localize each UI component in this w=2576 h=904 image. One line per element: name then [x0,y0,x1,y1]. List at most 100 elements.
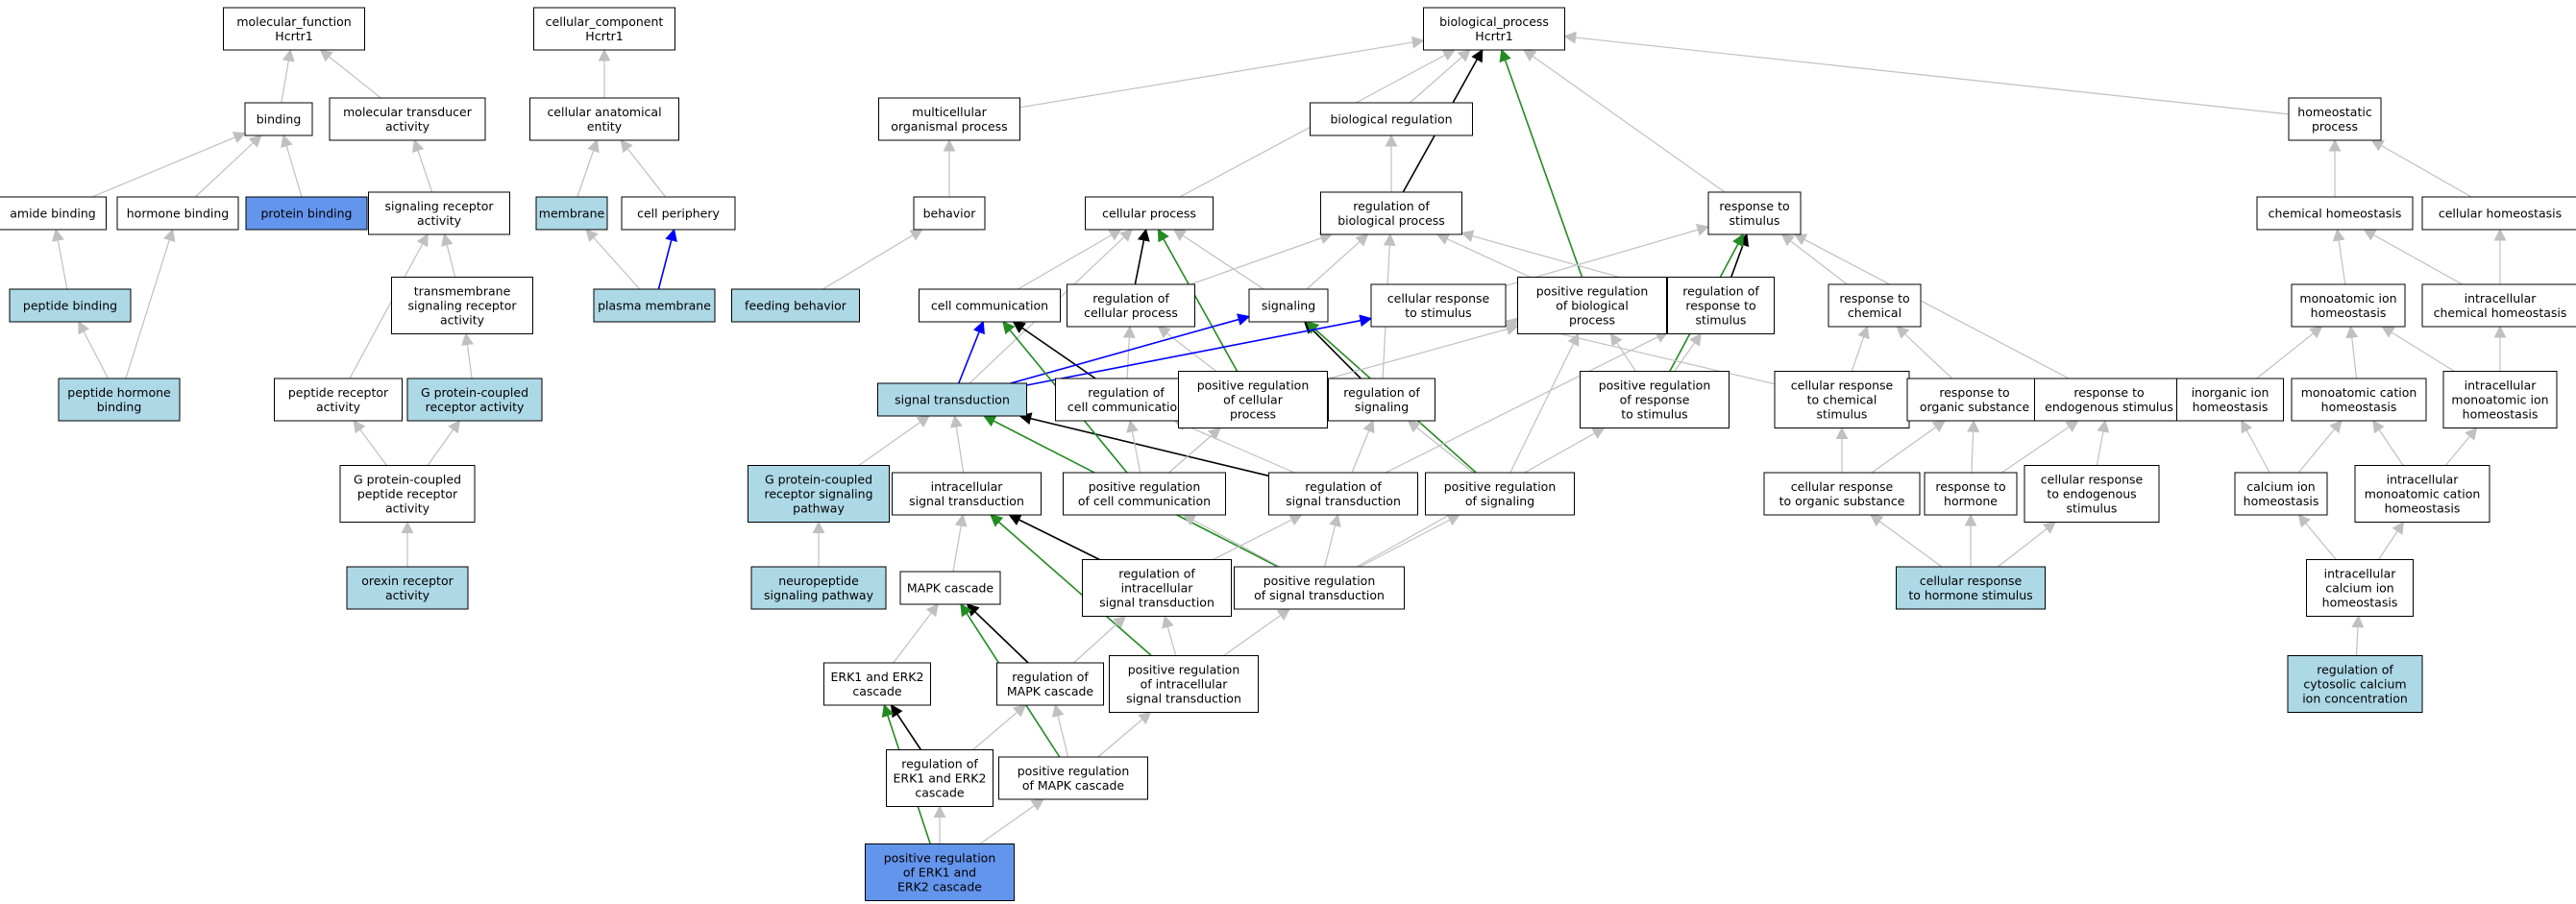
go-term-node-cell_homeo[interactable]: cellular homeostasis [2421,196,2576,231]
go-term-node-mapk[interactable]: MAPK cascade [899,571,1001,605]
go-term-node-signaling[interactable]: signaling [1248,288,1329,323]
node-box [223,7,365,51]
go-term-node-peptide_binding[interactable]: peptide binding [9,288,132,323]
node-label-line: cell periphery [637,207,720,221]
go-term-node-chem_homeo[interactable]: chemical homeostasis [2256,196,2414,231]
go-term-node-membrane[interactable]: membrane [535,196,608,231]
go-term-node-bio_reg[interactable]: biological regulation [1310,102,1473,136]
go-term-node-feeding[interactable]: feeding behavior [731,288,860,323]
node-box [1085,196,1214,231]
edge-cell_resp_stim-to-resp_stim [1505,224,1710,287]
edge-pos_reg_bio_proc-to-reg_bio_proc [1435,232,1532,279]
go-term-node-behavior[interactable]: behavior [913,196,986,231]
node-box [2288,97,2382,141]
node-box [9,288,132,323]
edge-pept_horm_binding-to-peptide_binding [78,320,110,379]
edge-mol_transducer-to-mf [319,49,381,99]
node-label-line: multicellular [912,105,988,119]
edge-intracell_chem_homeo-to-chem_homeo [2363,229,2463,285]
go-term-node-cell_comm[interactable]: cell communication [919,288,1061,323]
node-box [998,756,1148,800]
node-label-line: process [2312,119,2358,134]
node-box [58,378,181,422]
go-term-node-cell_proc[interactable]: cellular process [1085,196,1214,231]
go-term-node-plasma_membrane[interactable]: plasma membrane [593,288,716,323]
go-term-node-hormone_binding[interactable]: hormone binding [116,196,239,231]
edge-signaling-to-cell_proc [1172,229,1264,290]
node-box [1234,566,1405,610]
go-term-node-protein_binding[interactable]: protein binding [245,196,368,231]
edge-feeding-to-behavior [822,229,923,290]
edge-cell_homeo-to-homeo_proc [2370,139,2472,198]
node-label-line: cellular response [1791,479,1894,494]
node-label-line: signaling receptor [407,299,517,313]
node-label-line: cellular response [1920,574,2023,588]
go-term-node-cell_periphery[interactable]: cell periphery [621,196,736,231]
node-box [621,196,736,231]
node-label-line: chemical homeostasis [2434,305,2567,320]
edge-pos_reg_intracell-to-reg_intracell_sig [1162,615,1177,656]
node-label-line: regulation of [1682,284,1759,299]
go-term-node-binding[interactable]: binding [244,102,313,136]
node-label-line: inorganic ion [2192,385,2269,400]
go-term-node-sig_trans[interactable]: signal transduction [877,382,1027,417]
go-term-node-amide_binding[interactable]: amide binding [0,196,107,231]
node-label-line: of signaling [1465,494,1534,508]
